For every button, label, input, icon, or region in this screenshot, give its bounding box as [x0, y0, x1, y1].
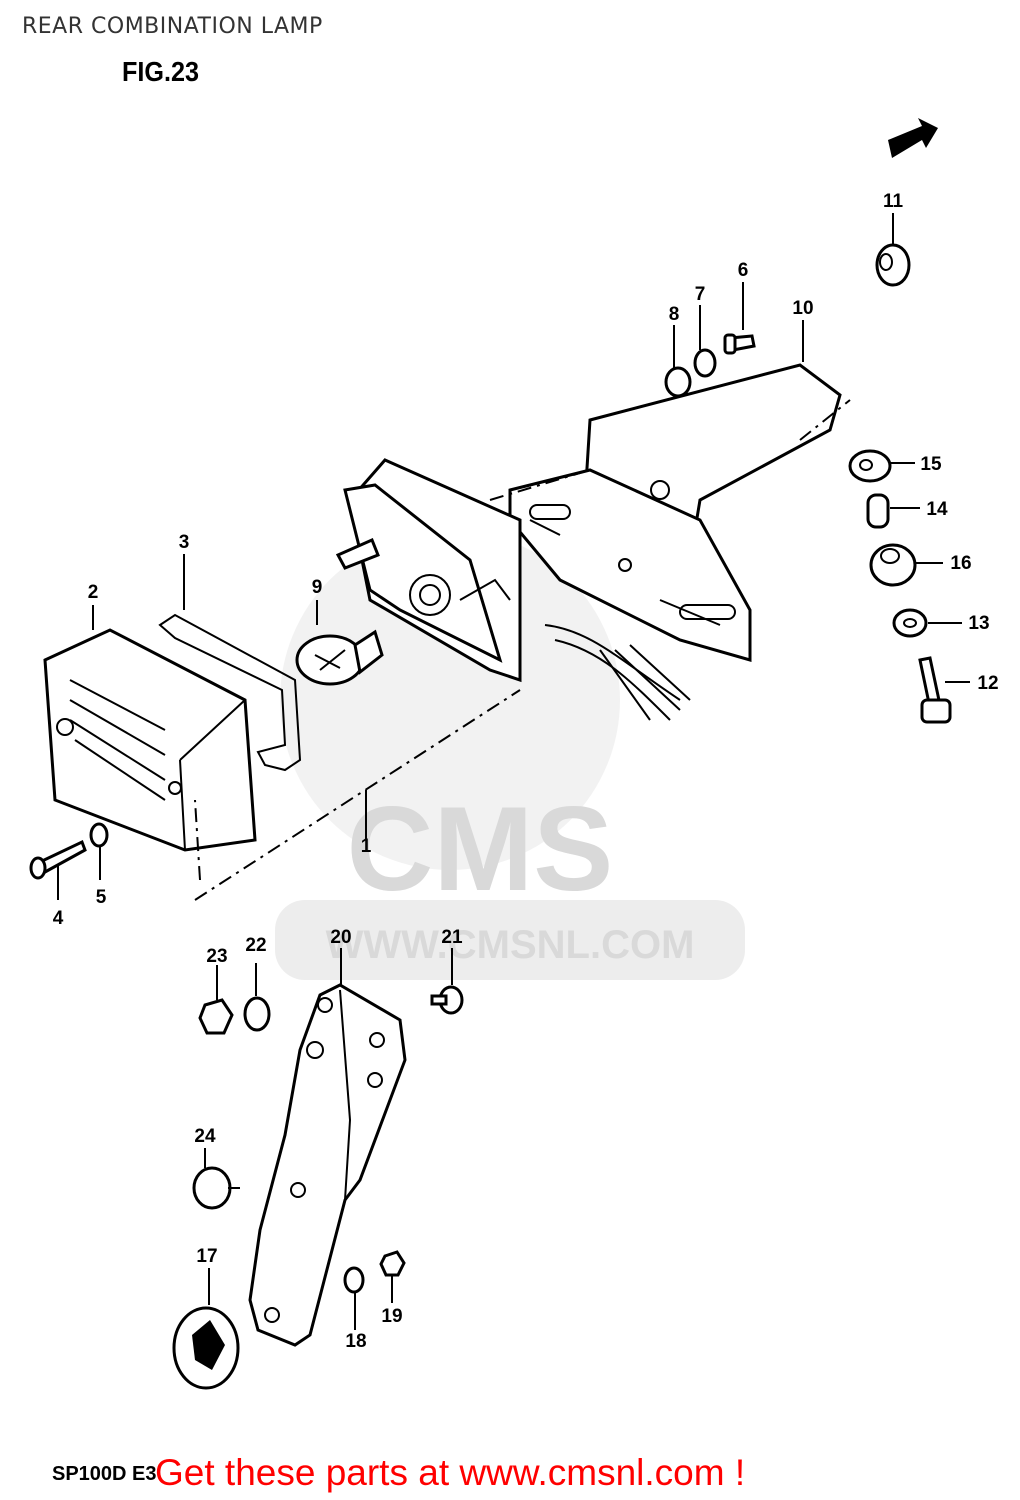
part-20-stay	[248, 983, 407, 1347]
callout-4: 4	[53, 908, 64, 929]
callout-5: 5	[96, 887, 107, 908]
part-21-bolt	[430, 985, 464, 1015]
callout-7: 7	[695, 284, 706, 305]
watermark-url-text: WWW.CMSNL.COM	[326, 923, 695, 967]
cms-watermark: CMS WWW.CMSNL.COM	[275, 530, 745, 980]
part-22-washer	[243, 996, 271, 1032]
part-3-gasket	[158, 613, 302, 772]
callout-17: 17	[196, 1246, 217, 1267]
part-2-lens	[43, 628, 257, 852]
callout-2: 2	[88, 582, 99, 603]
callout-9: 9	[312, 577, 323, 598]
part-17-reflector	[172, 1306, 240, 1390]
callout-21: 21	[441, 927, 463, 948]
part-5-washer	[89, 822, 109, 848]
part-10-bracket	[508, 363, 842, 662]
part-7-washer	[693, 348, 717, 378]
callout-19: 19	[381, 1306, 402, 1327]
callout-labels: 1 2 3 4 5 6 7 8 9 10 11 12 13 14 15 16 1…	[53, 191, 999, 1352]
part-18-nut	[343, 1266, 365, 1294]
callout-1: 1	[361, 836, 372, 857]
callout-6: 6	[738, 260, 749, 281]
leader-lines	[57, 213, 970, 1330]
callout-14: 14	[926, 499, 948, 520]
part-9-bulb	[295, 629, 384, 686]
part-8-washer	[664, 366, 692, 398]
part-4-screw	[29, 839, 87, 880]
callout-23: 23	[206, 946, 227, 967]
part-6-screw	[723, 333, 756, 355]
callout-20: 20	[330, 927, 351, 948]
front-arrow-icon	[888, 118, 938, 158]
part-14-collar	[866, 493, 890, 529]
callout-22: 22	[245, 935, 266, 956]
part-16-cushion	[869, 543, 917, 587]
diagram-title: REAR COMBINATION LAMP	[22, 14, 323, 39]
callout-24: 24	[194, 1126, 216, 1147]
callout-16: 16	[950, 553, 971, 574]
part-15-washer	[848, 449, 892, 483]
part-13-washer	[892, 608, 928, 638]
part-23-nut	[198, 998, 234, 1035]
callout-8: 8	[669, 304, 680, 325]
callout-18: 18	[345, 1331, 366, 1352]
watermark-logo-text: CMS	[347, 782, 614, 916]
footer-link-text[interactable]: Get these parts at www.cmsnl.com !	[155, 1452, 746, 1493]
part-19-nut	[379, 1250, 406, 1277]
part-1-lamp-housing	[335, 458, 691, 721]
callout-12: 12	[977, 673, 998, 694]
model-code: SP100D E3	[52, 1463, 157, 1485]
callout-11: 11	[883, 191, 904, 212]
callout-10: 10	[792, 298, 813, 319]
figure-label: FIG.23	[122, 56, 200, 87]
callout-15: 15	[920, 454, 942, 475]
callout-3: 3	[179, 532, 190, 553]
part-12-bolt	[918, 656, 952, 724]
callout-13: 13	[968, 613, 989, 634]
part-11-grommet	[875, 243, 911, 287]
part-24-cap	[192, 1166, 240, 1210]
